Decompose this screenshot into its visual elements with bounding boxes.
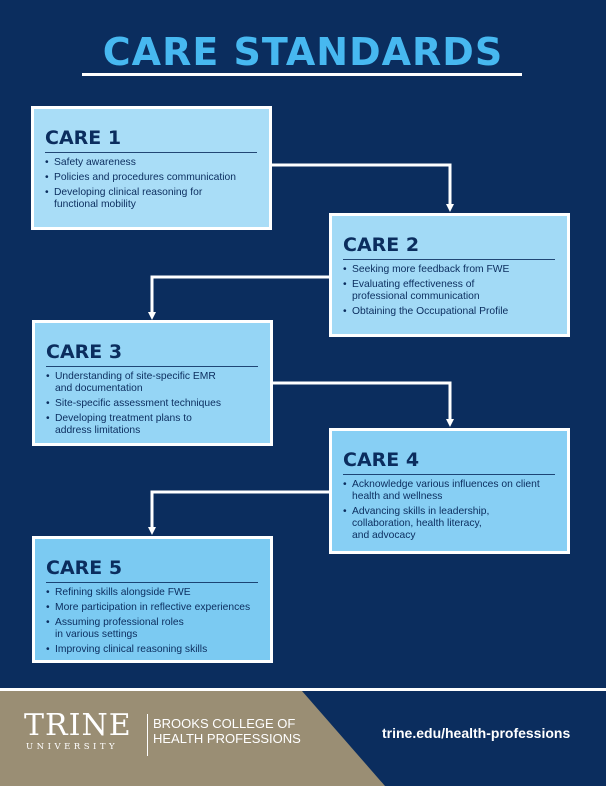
care-4-card: CARE 4 Acknowledge various influences on… (329, 428, 570, 554)
care-1-list: Safety awareness Policies and procedures… (45, 157, 257, 211)
list-item: Policies and procedures communication (45, 172, 257, 184)
care-4-title: CARE 4 (343, 449, 420, 471)
list-item: Site-specific assessment techniques (46, 398, 258, 410)
footer-divider (0, 688, 606, 691)
list-item: Developing clinical reasoning for functi… (45, 187, 257, 211)
college-name: BROOKS COLLEGE OF HEALTH PROFESSIONS (153, 716, 301, 746)
list-item: Assuming professional roles in various s… (46, 617, 258, 641)
care-1-card: CARE 1 Safety awareness Policies and pro… (31, 106, 272, 230)
care-2-title: CARE 2 (343, 234, 420, 256)
list-item: Seeking more feedback from FWE (343, 264, 555, 276)
connector-1-to-2 (272, 163, 454, 212)
connector-2-to-3 (148, 275, 329, 320)
college-name-line-2: HEALTH PROFESSIONS (153, 731, 301, 746)
card-divider (45, 152, 257, 153)
care-2-card: CARE 2 Seeking more feedback from FWE Ev… (329, 213, 570, 337)
care-4-list: Acknowledge various influences on client… (343, 479, 555, 542)
list-item: Understanding of site-specific EMR and d… (46, 371, 258, 395)
list-item: Acknowledge various influences on client… (343, 479, 555, 503)
care-5-card: CARE 5 Refining skills alongside FWE Mor… (32, 536, 273, 663)
logo-separator (147, 714, 148, 756)
list-item: Developing treatment plans to address li… (46, 413, 258, 437)
care-5-title: CARE 5 (46, 557, 123, 579)
website-url[interactable]: trine.edu/health-professions (382, 725, 571, 741)
trine-logo-wordmark: TRINE (24, 708, 132, 743)
care-1-title: CARE 1 (45, 127, 122, 149)
list-item: Advancing skills in leadership, collabor… (343, 506, 555, 542)
care-2-list: Seeking more feedback from FWE Evaluatin… (343, 264, 555, 318)
trine-logo-subtitle: UNIVERSITY (26, 742, 119, 752)
care-3-card: CARE 3 Understanding of site-specific EM… (32, 320, 273, 446)
card-divider (46, 582, 258, 583)
connector-4-to-5 (148, 490, 329, 535)
card-divider (46, 366, 258, 367)
title-underline (82, 73, 522, 76)
college-name-line-1: BROOKS COLLEGE OF (153, 716, 296, 731)
care-3-title: CARE 3 (46, 341, 123, 363)
page-title: CARE STANDARDS (102, 30, 504, 74)
list-item: Safety awareness (45, 157, 257, 169)
connector-3-to-4 (273, 381, 454, 427)
card-divider (343, 474, 555, 475)
care-5-list: Refining skills alongside FWE More parti… (46, 587, 258, 656)
list-item: More participation in reflective experie… (46, 602, 258, 614)
care-3-list: Understanding of site-specific EMR and d… (46, 371, 258, 437)
list-item: Refining skills alongside FWE (46, 587, 258, 599)
list-item: Improving clinical reasoning skills (46, 644, 258, 656)
list-item: Evaluating effectiveness of professional… (343, 279, 555, 303)
list-item: Obtaining the Occupational Profile (343, 306, 555, 318)
card-divider (343, 259, 555, 260)
